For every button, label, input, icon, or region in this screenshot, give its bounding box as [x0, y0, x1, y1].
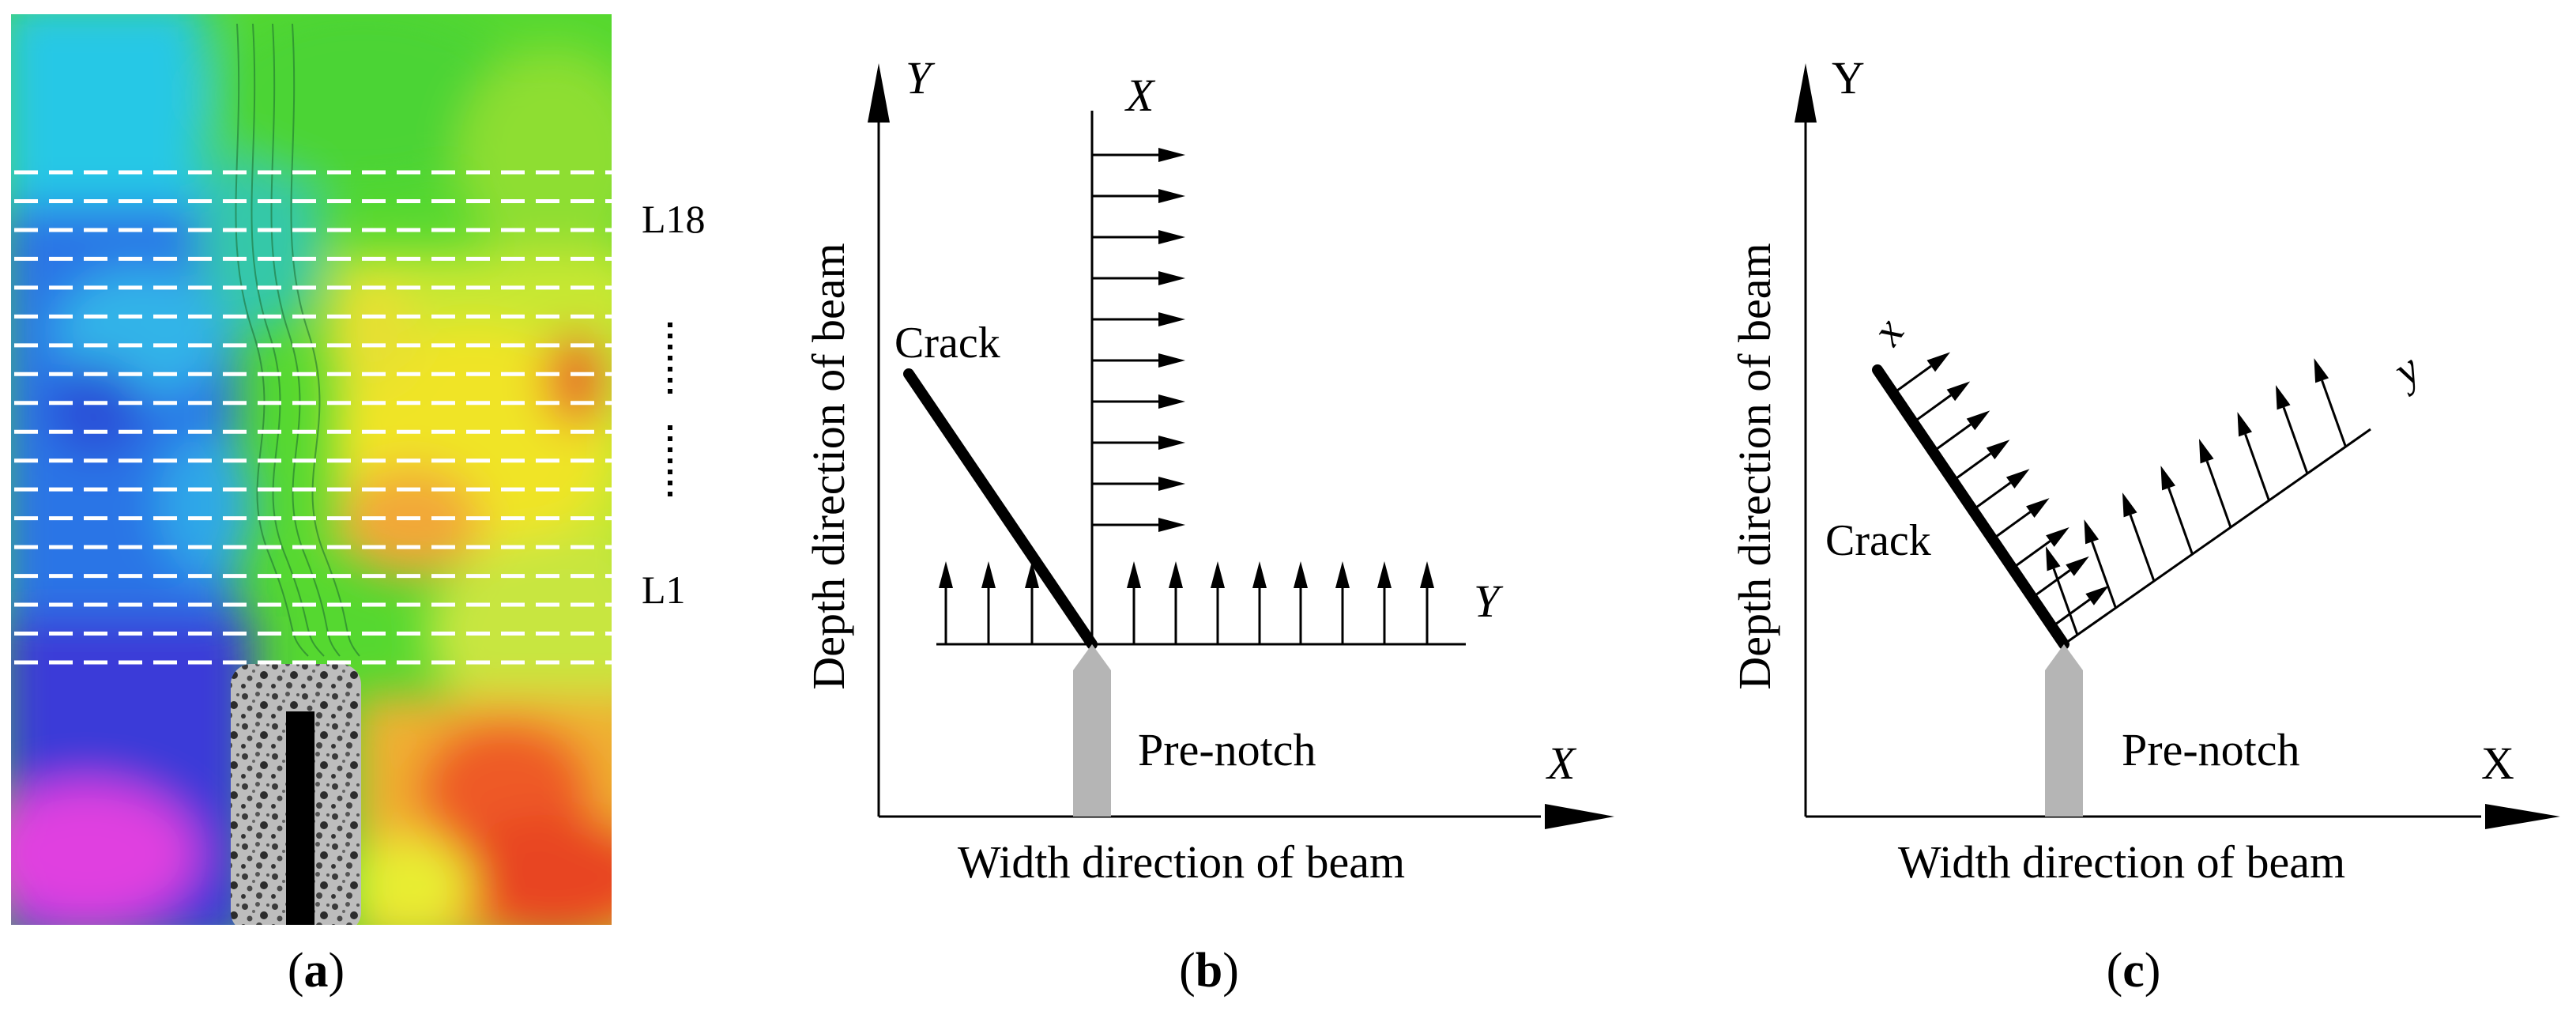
local-y-stress-arrow: [2314, 358, 2347, 447]
analysis-lines: [14, 170, 615, 665]
caption-b: (b): [1179, 944, 1239, 998]
crack-line: [903, 368, 1098, 650]
b-horizontal-axis-title: Width direction of beam: [958, 836, 1405, 888]
pre-notch-slot: [286, 711, 314, 925]
caption-a: (a): [288, 944, 345, 998]
stress-arrow-right: [1092, 148, 1185, 162]
c-local-y-axis: [2063, 428, 2371, 646]
panel-b-labels: Y X X Y Crack Pre-notch Depth direction …: [803, 52, 1577, 998]
b-x-axis-label: X: [1546, 738, 1577, 789]
c-y-axis-label: Y: [1832, 52, 1865, 104]
b-crack-label: Crack: [894, 319, 1000, 368]
caption-c: (c): [2107, 944, 2161, 998]
stress-arrow-up: [1294, 561, 1308, 644]
c-crack-line: [1872, 364, 2069, 650]
stress-arrow-up: [981, 561, 996, 644]
local-y-stress-arrow: [2160, 466, 2194, 555]
b-right-axis-label: Y: [1474, 575, 1504, 627]
stress-arrow-right: [1092, 518, 1185, 532]
c-local-y-label: y: [2382, 345, 2429, 398]
stress-arrow-up: [1025, 561, 1039, 644]
c-axis-y-arrowhead: [1795, 63, 1817, 123]
normal-stress-arrows-y: [939, 561, 1434, 644]
c-notch-label: Pre-notch: [2122, 724, 2300, 775]
local-y-stress-arrow: [2275, 385, 2309, 474]
stress-arrow-right: [1092, 436, 1185, 450]
stress-arrows-along-crack: [1892, 352, 2109, 628]
crack-stress-arrow: [1912, 381, 1971, 424]
c-horizontal-axis-title: Width direction of beam: [1898, 836, 2345, 888]
stress-arrow-right: [1092, 271, 1185, 285]
crack-stress-arrow: [2011, 527, 2069, 570]
label-L1: L1: [642, 568, 686, 612]
panel-b-global-coordinates: [868, 63, 1614, 829]
stress-arrows-along-local-y: [2045, 358, 2347, 636]
stress-arrow-up: [1127, 561, 1141, 644]
c-pre-notch: [2045, 644, 2083, 817]
b-y-axis-label: Y: [906, 52, 936, 104]
crack-stress-arrow: [1972, 469, 2030, 511]
panel-c-local-coordinates: [1795, 63, 2560, 829]
crack-stress-arrow: [2031, 556, 2089, 599]
local-y-stress-arrow: [2198, 439, 2232, 528]
panel-a-dic-map: L18 L1 (a): [11, 14, 706, 998]
stress-arrow-up: [1169, 561, 1183, 644]
stress-arrow-right: [1092, 394, 1185, 409]
crack-stress-arrow: [1892, 352, 1951, 394]
ellipsis-dots: [668, 323, 672, 496]
c-vertical-axis-title: Depth direction of beam: [1729, 243, 1780, 689]
crack-stress-arrow: [2051, 585, 2109, 628]
crack-stress-arrow: [1932, 410, 1990, 453]
stress-arrow-right: [1092, 353, 1185, 368]
crack-stress-arrow: [1952, 439, 2010, 482]
stress-arrow-up: [1335, 561, 1350, 644]
local-y-stress-arrow: [2237, 412, 2270, 501]
pre-notch: [1073, 644, 1111, 817]
stress-arrow-right: [1092, 230, 1185, 244]
label-L18: L18: [642, 197, 706, 241]
b-top-axis-label: X: [1124, 70, 1156, 121]
strain-contour-map: [11, 14, 612, 925]
stress-arrow-right: [1092, 312, 1185, 326]
crack-stress-arrow: [1991, 498, 2050, 541]
local-y-stress-arrow: [2084, 519, 2117, 609]
stress-arrow-up: [939, 561, 953, 644]
stress-arrow-up: [1420, 561, 1434, 644]
b-notch-label: Pre-notch: [1138, 724, 1316, 775]
c-x-axis-label: X: [2481, 738, 2514, 789]
stress-arrow-up: [1252, 561, 1267, 644]
caption-c-letter: c: [2122, 944, 2145, 998]
normal-stress-arrows-x: [1092, 148, 1185, 532]
axis-y-arrowhead: [868, 63, 890, 123]
caption-b-letter: b: [1196, 944, 1222, 998]
c-crack-label: Crack: [1825, 516, 1931, 565]
c-local-x-label: x: [1862, 309, 1914, 354]
local-y-stress-arrow: [2045, 546, 2079, 636]
local-y-stress-arrow: [2122, 492, 2156, 582]
stress-arrow-right: [1092, 189, 1185, 203]
stress-arrow-up: [1377, 561, 1392, 644]
b-vertical-axis-title: Depth direction of beam: [803, 243, 854, 689]
c-axis-x-arrowhead: [2485, 804, 2560, 829]
axis-x-arrowhead: [1545, 804, 1614, 829]
stress-arrow-right: [1092, 477, 1185, 491]
svg-text:(a): (a): [288, 944, 345, 998]
panel-c-labels: Y X x y Crack Pre-notch Depth direction …: [1729, 52, 2514, 998]
stress-arrow-up: [1211, 561, 1225, 644]
caption-a-letter: a: [304, 944, 329, 998]
